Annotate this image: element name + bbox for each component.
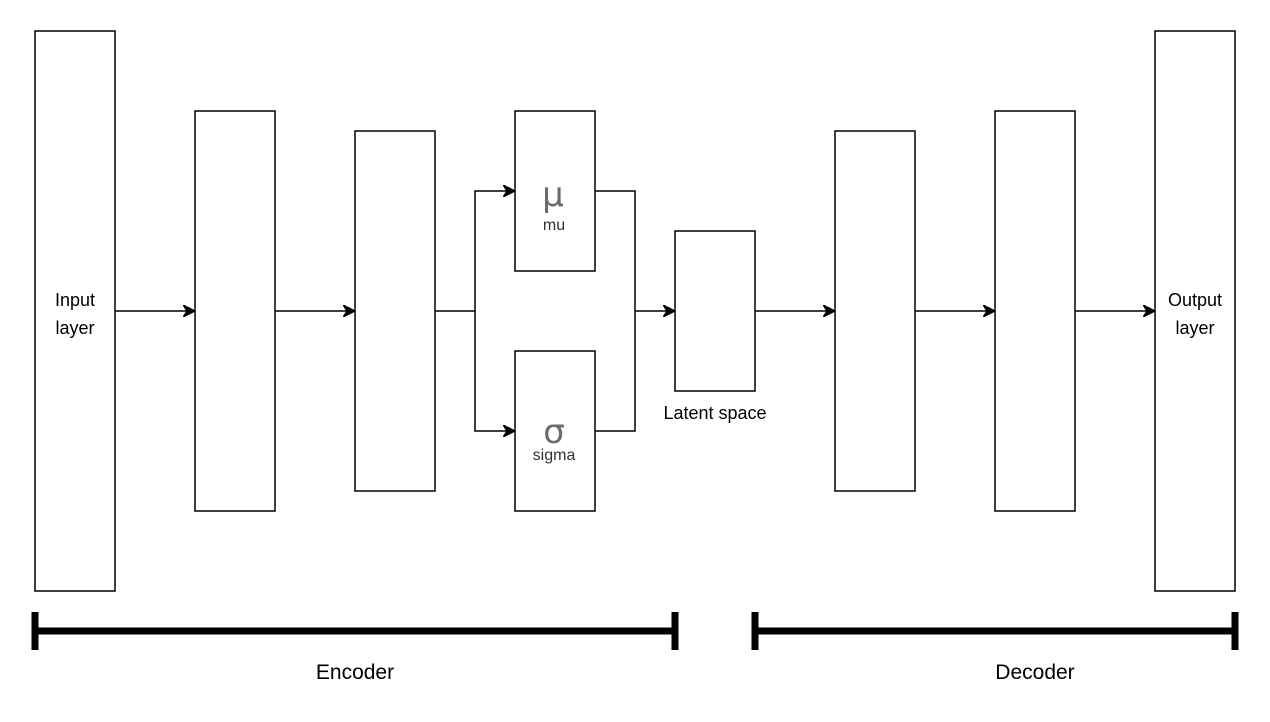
encoder-bracket [31,612,679,650]
decoder-bracket [751,612,1239,650]
sigma-symbol: σ [543,412,565,452]
decoder-label: Decoder [995,661,1074,684]
mu-label: mu [543,217,565,234]
arrow-hidden-2-to-sigma [474,311,514,431]
line-sigma-to-merge [595,311,636,432]
encoder-hidden-layer-2-box [354,130,436,492]
input-layer-label-line1: Input [55,290,95,310]
sigma-label: sigma [533,447,576,464]
output-layer-box [1154,30,1236,592]
encoder-label: Encoder [316,661,394,684]
latent-space-caption: Latent space [663,403,766,423]
sigma-box [514,350,596,512]
mu-symbol: μ [542,175,564,215]
arrow-hidden-2-to-mu [435,191,514,312]
decoder-hidden-layer-1-box [834,130,916,492]
input-layer-box [34,30,116,592]
decoder-hidden-layer-2-box [994,110,1076,512]
line-mu-to-merge [595,190,636,311]
mu-box [514,110,596,272]
latent-space-box [674,230,756,392]
output-layer-label-line2: layer [1175,318,1214,338]
output-layer-label-line1: Output [1168,290,1222,310]
input-layer-label-line2: layer [55,318,94,338]
encoder-hidden-layer-1-box [194,110,276,512]
